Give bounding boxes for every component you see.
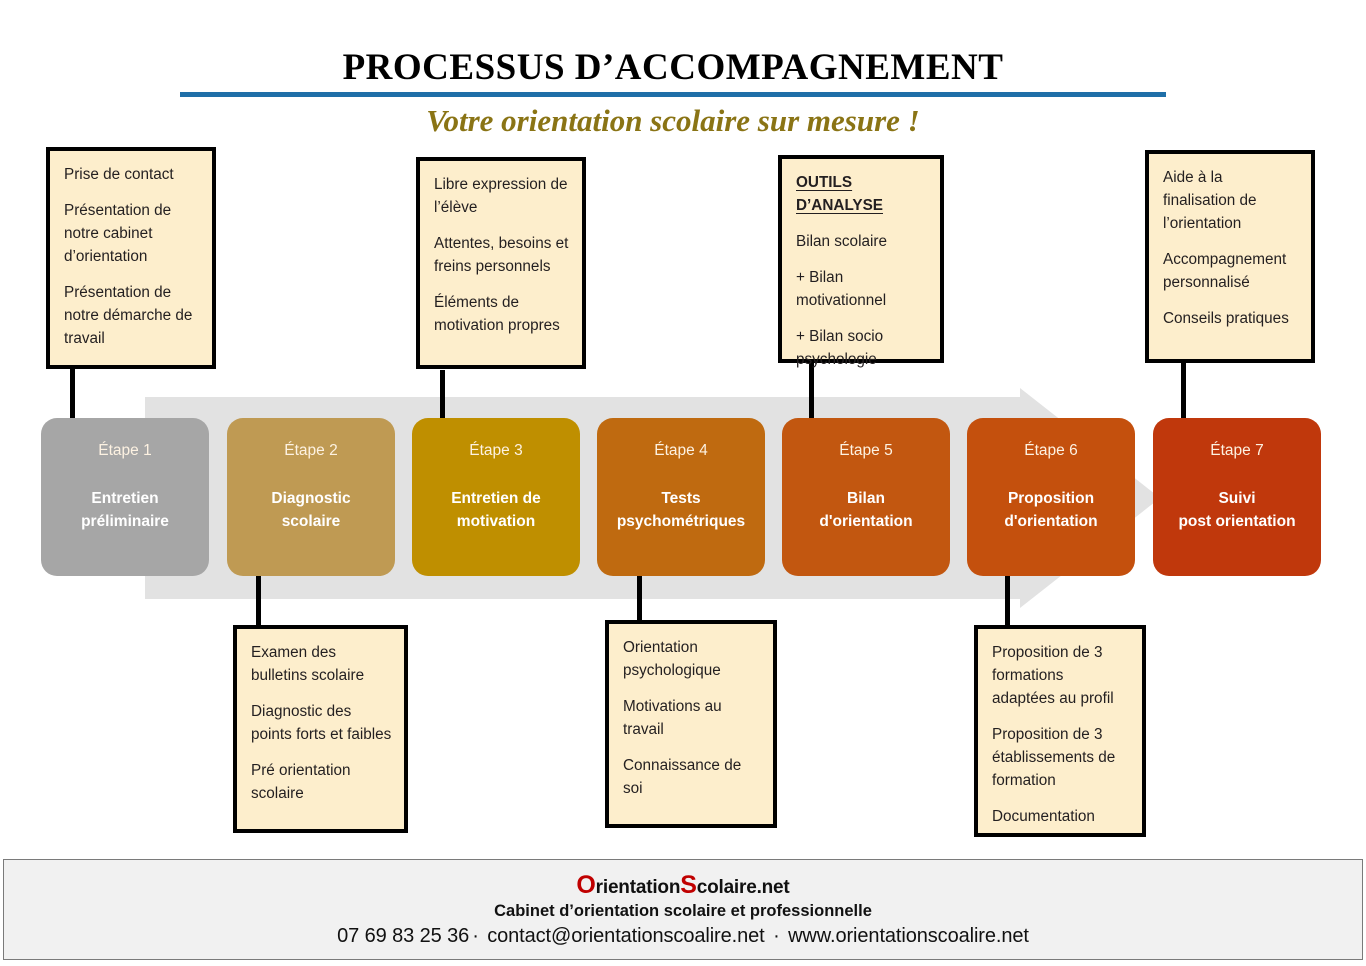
step-title-line: post orientation	[1178, 512, 1296, 530]
note-line: Présentation de notre démarche de travai…	[64, 283, 193, 347]
note-box-step7: Aide à la finalisation de l’orientation …	[1145, 150, 1315, 363]
step-card-6[interactable]: Étape 6 Proposition d'orientation	[967, 418, 1135, 576]
page-subtitle: Votre orientation scolaire sur mesure !	[426, 103, 920, 138]
step-title-line: psychométriques	[616, 512, 746, 530]
note-line: Bilan scolaire	[796, 232, 887, 250]
note-box-step2: Examen des bulletins scolaire Diagnostic…	[233, 625, 408, 833]
note-line: Proposition de 3 formations adaptées au …	[992, 644, 1114, 707]
step-title: Entretien préliminaire	[75, 488, 175, 533]
step-title: Tests psychométriques	[611, 488, 751, 533]
note-line: Motivations au travail	[623, 697, 722, 738]
note-box-step6: Proposition de 3 formations adaptées au …	[974, 625, 1146, 837]
step-number: Étape 5	[839, 442, 893, 459]
note-line: + Bilan motivationnel	[796, 268, 887, 309]
note-line: Examen des bulletins scolaire	[251, 644, 365, 684]
step-title-line: d'orientation	[1004, 512, 1098, 530]
note-line: Éléments de motivation propres	[434, 293, 560, 334]
step-number: Étape 6	[1024, 442, 1078, 459]
step-number: Étape 2	[284, 442, 338, 459]
note-line: Prise de contact	[64, 166, 174, 183]
connector-note-step1	[70, 365, 75, 423]
step-number: Étape 7	[1210, 442, 1264, 459]
note-heading: OUTILS D’ANALYSE	[796, 174, 883, 214]
footer-phone: 07 69 83 25 36	[337, 925, 470, 947]
note-line: Proposition de 3 établissements de forma…	[992, 725, 1116, 789]
step-title: Entretien de motivation	[445, 488, 547, 533]
step-title-line: Tests	[661, 490, 701, 508]
note-line: Aide à la finalisation de l’orientation	[1163, 169, 1257, 232]
step-card-3[interactable]: Étape 3 Entretien de motivation	[412, 418, 580, 576]
connector-note-step5	[809, 362, 814, 423]
step-title-line: scolaire	[281, 512, 341, 530]
note-line: Pré orientation scolaire	[251, 761, 351, 802]
page-title: PROCESSUS D’ACCOMPAGNEMENT	[342, 47, 1004, 88]
title-divider	[180, 92, 1166, 97]
brand-name: OrientationScolaire.net	[576, 871, 789, 900]
step-title-line: Proposition	[1007, 490, 1095, 508]
step-title: Bilan d'orientation	[813, 488, 918, 533]
step-title-line: d'orientation	[819, 512, 913, 530]
step-number: Étape 4	[654, 442, 708, 459]
note-line: Attentes, besoins et freins personnels	[434, 234, 569, 275]
note-line: Connaissance de soi	[623, 756, 742, 797]
step-number: Étape 3	[469, 442, 523, 459]
note-box-step3: Libre expression de l’élève Attentes, be…	[416, 157, 586, 369]
note-box-step4: Orientation psychologique Motivations au…	[605, 620, 777, 828]
step-number: Étape 1	[98, 442, 152, 459]
step-title-line: Entretien de	[451, 490, 541, 508]
step-card-5[interactable]: Étape 5 Bilan d'orientation	[782, 418, 950, 576]
footer-separator: ·	[472, 925, 479, 947]
note-box-step1: Prise de contact Présentation de notre c…	[46, 147, 216, 369]
note-line: Diagnostic des points forts et faibles	[251, 702, 392, 743]
footer-website[interactable]: www.orientationscoalire.net	[788, 925, 1029, 947]
connector-note-step4	[637, 572, 642, 623]
step-title-line: Suivi	[1218, 490, 1256, 508]
footer-panel: OrientationScolaire.net Cabinet d’orient…	[3, 859, 1363, 960]
connector-note-step2	[256, 572, 261, 628]
step-card-1[interactable]: Étape 1 Entretien préliminaire	[41, 418, 209, 576]
brand-word-orientation: rientation	[595, 877, 681, 898]
step-title: Diagnostic scolaire	[265, 488, 356, 533]
step-title-line: Entretien	[91, 490, 159, 508]
connector-note-step6	[1005, 572, 1010, 628]
footer-email[interactable]: contact@orientationscoalire.net	[487, 925, 765, 947]
note-line: + Bilan socio psychologie	[796, 327, 884, 368]
note-line: Accompagnement personnalisé	[1163, 250, 1287, 291]
footer-separator: ·	[773, 925, 780, 947]
brand-initial-o: O	[576, 871, 596, 899]
footer-contact: 07 69 83 25 36· contact@orientationscoal…	[337, 925, 1029, 948]
brand-word-scolaire: colaire.net	[696, 877, 790, 898]
connector-note-step3	[440, 370, 445, 423]
step-title-line: préliminaire	[81, 512, 169, 530]
step-title: Proposition d'orientation	[998, 488, 1103, 533]
step-card-4[interactable]: Étape 4 Tests psychométriques	[597, 418, 765, 576]
step-title: Suivi post orientation	[1172, 488, 1301, 533]
brand-initial-s: S	[680, 871, 697, 899]
note-line: Libre expression de l’élève	[434, 176, 568, 216]
note-line: Documentation	[992, 807, 1095, 825]
footer-tagline: Cabinet d’orientation scolaire et profes…	[494, 902, 872, 920]
step-title-line: Diagnostic	[271, 490, 351, 508]
note-line: Conseils pratiques	[1163, 309, 1289, 327]
step-card-7[interactable]: Étape 7 Suivi post orientation	[1153, 418, 1321, 576]
step-title-line: motivation	[456, 512, 536, 530]
note-line: Orientation psychologique	[623, 639, 721, 679]
step-title-line: Bilan	[847, 490, 885, 508]
note-line: Présentation de notre cabinet d’orientat…	[64, 201, 172, 265]
connector-note-step7	[1181, 362, 1186, 423]
step-card-2[interactable]: Étape 2 Diagnostic scolaire	[227, 418, 395, 576]
note-box-step5: OUTILS D’ANALYSE Bilan scolaire + Bilan …	[778, 155, 944, 368]
